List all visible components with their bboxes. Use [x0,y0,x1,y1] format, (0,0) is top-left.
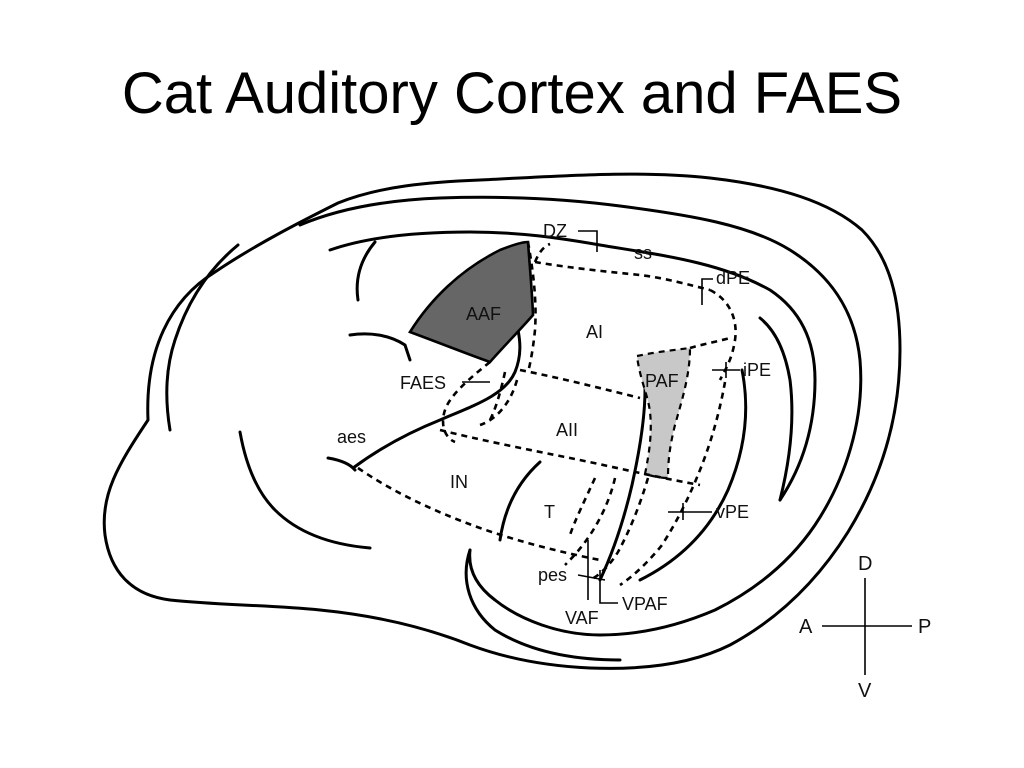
slide-title: Cat Auditory Cortex and FAES [121,61,903,126]
border-in-ventral [357,466,601,562]
border-aii-in [439,428,701,487]
border-ai-dorsal [534,260,711,292]
frontal-sulcus-1 [165,243,240,432]
temporal-outline [464,548,622,662]
pes-leader [577,574,606,581]
label-vpaf: VPAF [622,594,668,614]
compass-dorsal: D [858,553,872,575]
border-dz-dorsal [533,242,551,263]
brain-outline [102,172,902,670]
border-dpe [709,288,737,381]
label-pes: pes [538,565,567,585]
posterior-suprasylvian-sulcus [758,316,794,502]
label-ss: ss [634,243,652,263]
dpe-leader [701,278,713,305]
border-faes-loop [441,360,507,444]
label-ai: AI [586,322,603,342]
compass-posterior: P [918,616,931,638]
suprasylvian-gyrus-outline [298,195,863,637]
frontal-sulcus-4 [238,430,372,550]
border-t-dorsal [568,477,597,536]
orientation-compass: D V A P [799,553,931,702]
paf-region [635,346,692,480]
label-ipe: iPE [743,360,771,380]
label-paf: PAF [645,371,679,391]
label-aes: aes [337,427,366,447]
compass-ventral: V [858,680,872,702]
aes-sulcus [351,328,522,470]
frontal-sulcus-3 [348,332,412,362]
in-t-sulcus [498,460,542,542]
label-dz: DZ [543,221,567,241]
label-aaf: AAF [466,304,501,324]
border-inner-faes [479,379,519,427]
border-ipe [619,381,727,587]
aes-sulcus-tip [326,456,357,472]
compass-anterior: A [799,616,813,638]
vpaf-leader [599,570,618,604]
border-pes-front [564,477,617,566]
border-ai-aii [519,368,641,400]
label-faes: FAES [400,373,446,393]
dz-leader [578,230,598,252]
label-in: IN [450,472,468,492]
aaf-region [408,240,535,364]
label-dpe: dPE [716,268,750,288]
border-ipe-left [689,336,731,350]
ventral-posterior-curve [638,368,748,582]
label-t: T [544,502,555,522]
label-vaf: VAF [565,608,599,628]
frontal-sulcus-2 [355,240,377,302]
label-aii: AII [556,420,578,440]
ectosylvian-outline [328,230,817,502]
label-vpe: vPE [716,502,749,522]
border-aaf-ai [526,241,537,373]
border-vaf [589,477,650,582]
